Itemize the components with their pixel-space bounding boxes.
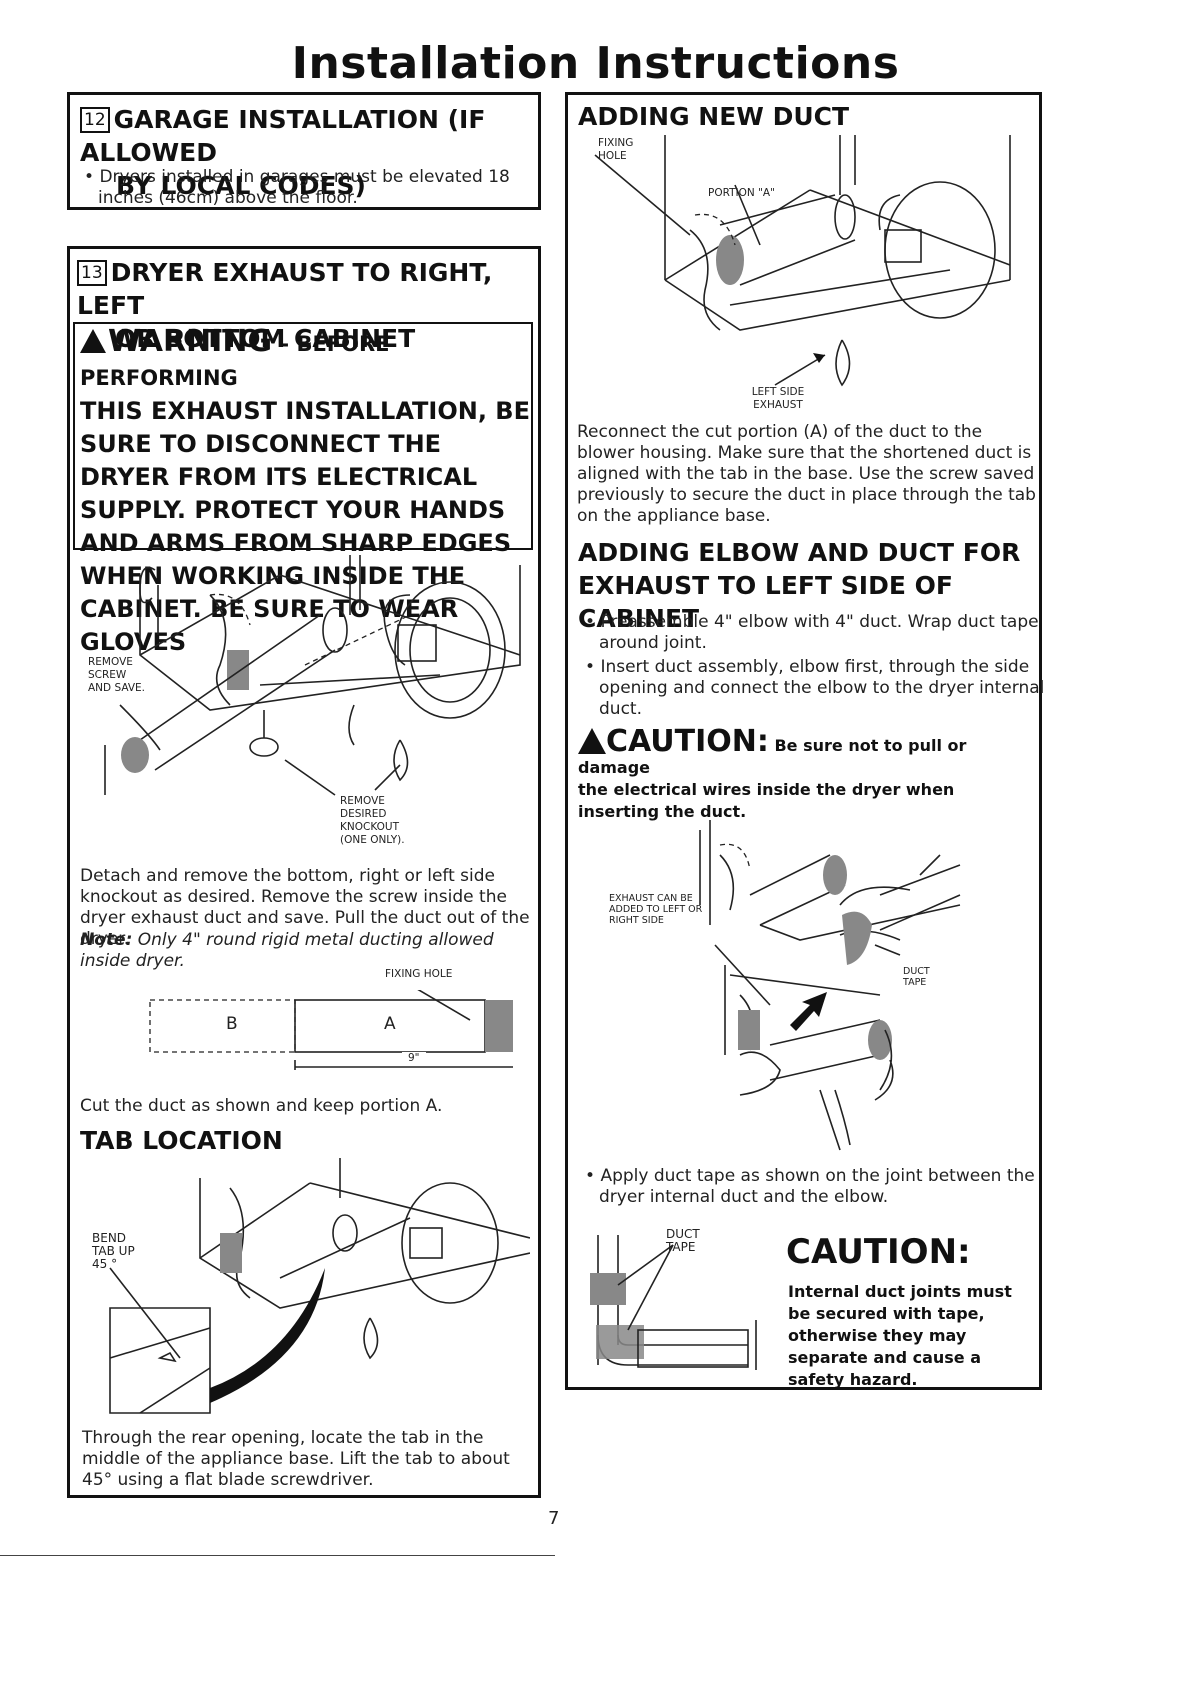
page-title: Installation Instructions [291,38,900,89]
elbow-illustration [699,820,961,1151]
portion-a-label: PORTION "A" [708,187,775,199]
knockout-illustration [104,555,521,796]
new-duct-illustration [594,135,1011,387]
bend-tab-label: BEND TAB UP 45 ° [92,1231,135,1271]
fixing-hole-label: FIXING HOLE [385,968,453,980]
left-side-exhaust-label: LEFT SIDE EXHAUST [751,386,805,411]
cut-duct-diagram [149,990,513,1070]
new-duct-section [565,92,1042,1390]
tab-text: Through the rear opening, locate the tab… [82,1428,510,1490]
duct-tape-label: DUCT TAPE [903,966,930,988]
duct-tape-label-2: DUCT TAPE [666,1227,700,1254]
warning-text: WARNING - BEFORE PERFORMING THIS EXHAUST… [80,324,530,656]
elbow-bullet-1: • Preassemble 4" elbow with 4" duct. Wra… [585,612,1039,653]
garage-text: • Dryers installed in garages must be el… [84,167,510,208]
caution2-text: Internal duct joints must be secured wit… [788,1282,1012,1389]
new-duct-heading: ADDING NEW DUCT [578,102,850,131]
cut-text: Cut the duct as shown and keep portion A… [80,1096,443,1116]
step-number: 12 [80,107,110,133]
new-duct-text: Reconnect the cut portion (A) of the duc… [577,422,1036,526]
caution-icon [578,728,606,754]
tab-illustration [109,1158,530,1414]
note-text: Note: Only 4" round rigid metal ducting … [80,930,494,971]
footer-rule [0,1555,555,1556]
label-knockout: REMOVE DESIRED KNOCKOUT (ONE ONLY). [340,795,405,846]
caution-text: CAUTION: Be sure not to pull or damage t… [578,724,967,821]
elbow-bullet-3: • Apply duct tape as shown on the joint … [585,1166,1035,1207]
portion-b-label: B [226,1014,238,1034]
tab-location-heading: TAB LOCATION [80,1126,283,1155]
portion-a-label: A [384,1014,396,1034]
page-number: 7 [548,1508,560,1529]
tape-diagram [590,1235,757,1370]
fixing-hole-label: FIXING HOLE [598,137,634,162]
label-remove-screw: REMOVE SCREW AND SAVE. [88,656,145,694]
warning-box [73,322,533,550]
step-number: 13 [77,260,107,286]
dimension-label: 9" [402,1052,426,1065]
detach-text: Detach and remove the bottom, right or l… [80,866,530,949]
elbow-bullet-2: • Insert duct assembly, elbow first, thr… [585,657,1045,719]
warning-icon [80,329,106,353]
exhaust-section [67,246,541,1498]
caution2-title: CAUTION: [786,1232,971,1272]
exhaust-can-label: EXHAUST CAN BE ADDED TO LEFT OR RIGHT SI… [609,893,703,926]
